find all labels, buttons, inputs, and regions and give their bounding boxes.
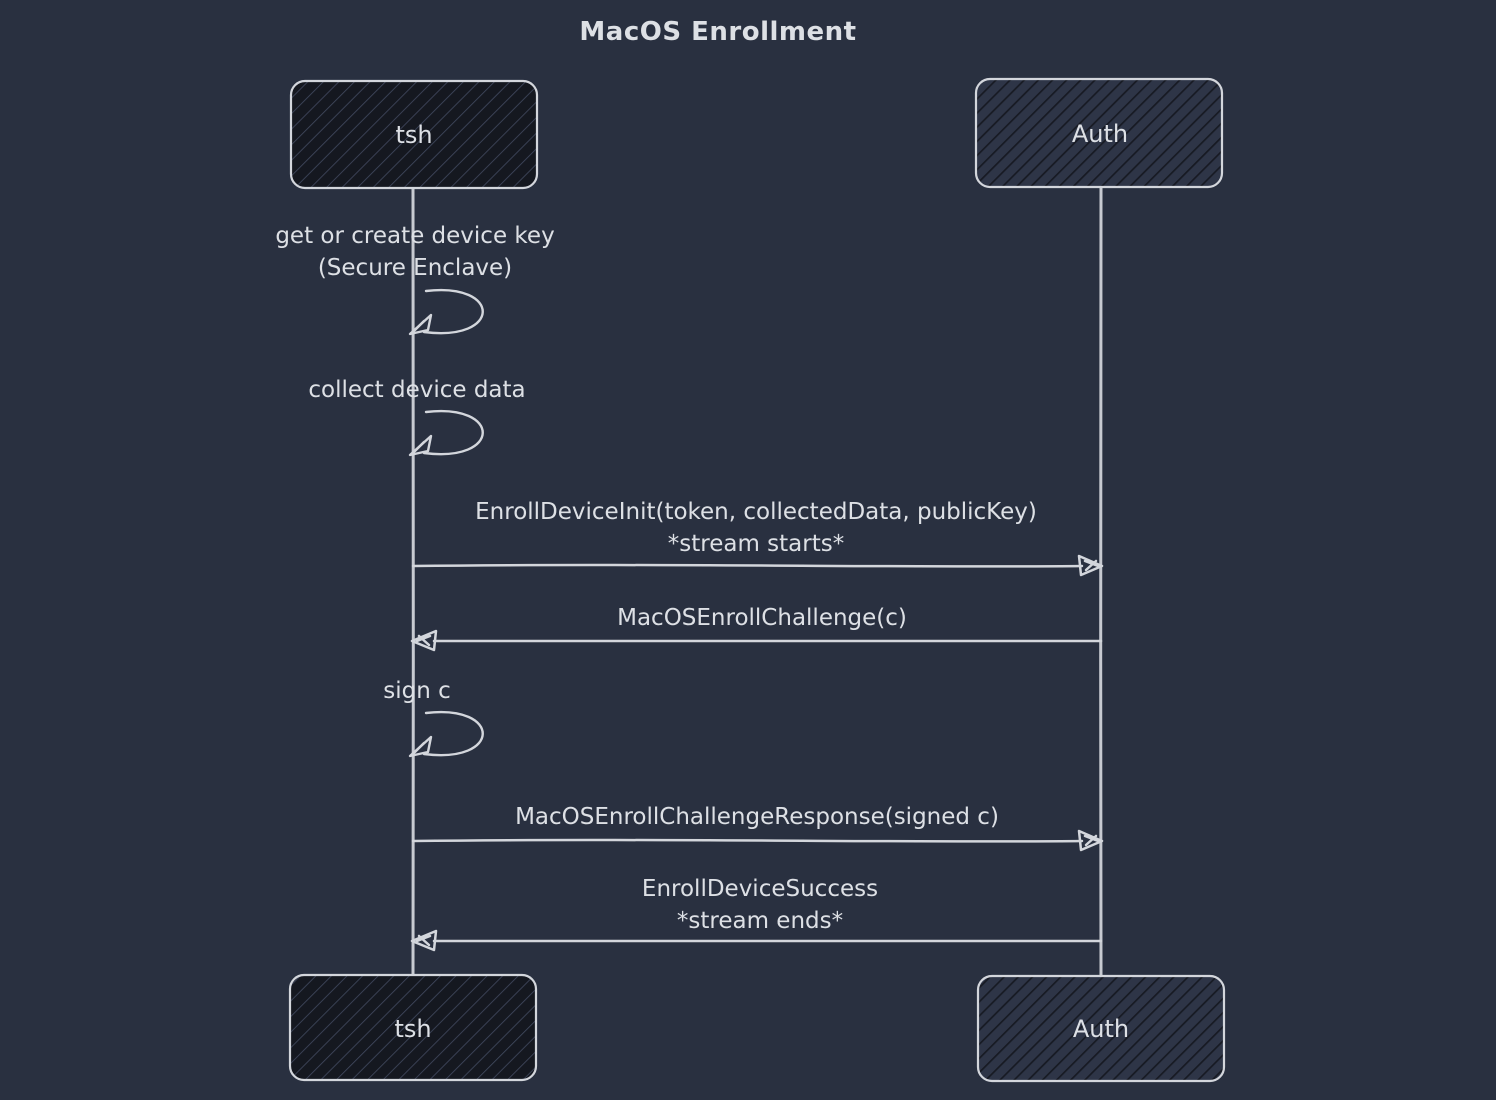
message-arrow-enroll-device-init bbox=[411, 554, 1104, 577]
actor-label-tsh-bottom: tsh bbox=[394, 1015, 432, 1043]
self-loop-sign-c bbox=[408, 710, 484, 758]
self-action-line: (Secure Enclave) bbox=[317, 255, 513, 281]
lifeline-tsh bbox=[410, 186, 416, 978]
self-action-label-device-key: get or create device key (Secure Enclave… bbox=[275, 220, 554, 284]
message-label-enroll-challenge: MacOSEnrollChallenge(c) bbox=[617, 602, 907, 634]
self-action-label-collect-data: collect device data bbox=[308, 374, 525, 406]
message-label-challenge-response: MacOSEnrollChallengeResponse(signed c) bbox=[515, 801, 999, 833]
self-action-line: get or create device key bbox=[275, 223, 555, 249]
actor-label-auth-bottom: Auth bbox=[1072, 1015, 1130, 1043]
self-action-line: collect device data bbox=[308, 377, 526, 403]
message-line: EnrollDeviceInit(token, collectedData, p… bbox=[475, 499, 1037, 525]
lifeline-auth bbox=[1098, 185, 1104, 979]
self-loop-collect-data bbox=[408, 409, 484, 457]
self-action-label-sign-c: sign c bbox=[383, 675, 451, 707]
message-line: MacOSEnrollChallengeResponse(signed c) bbox=[515, 804, 999, 830]
message-line: *stream ends* bbox=[676, 908, 844, 934]
actor-box-tsh-top bbox=[289, 79, 539, 190]
actor-box-tsh-bottom bbox=[288, 973, 538, 1082]
actor-label-auth-top: Auth bbox=[1071, 120, 1129, 148]
diagram-title: MacOS Enrollment bbox=[579, 17, 857, 47]
message-line: *stream starts* bbox=[667, 531, 845, 557]
self-loop-device-key bbox=[408, 288, 484, 336]
message-arrow-challenge-response bbox=[411, 829, 1104, 852]
message-label-enroll-device-init: EnrollDeviceInit(token, collectedData, p… bbox=[475, 496, 1037, 560]
actor-label-tsh-top: tsh bbox=[395, 121, 433, 149]
actor-box-auth-bottom bbox=[976, 974, 1226, 1083]
self-action-line: sign c bbox=[383, 678, 451, 704]
message-label-enroll-success: EnrollDeviceSuccess *stream ends* bbox=[642, 873, 878, 937]
actor-box-auth-top bbox=[974, 77, 1224, 189]
message-line: MacOSEnrollChallenge(c) bbox=[617, 605, 907, 631]
message-arrow-enroll-success bbox=[410, 929, 1103, 952]
message-line: EnrollDeviceSuccess bbox=[641, 876, 879, 902]
message-arrow-enroll-challenge bbox=[410, 629, 1103, 652]
